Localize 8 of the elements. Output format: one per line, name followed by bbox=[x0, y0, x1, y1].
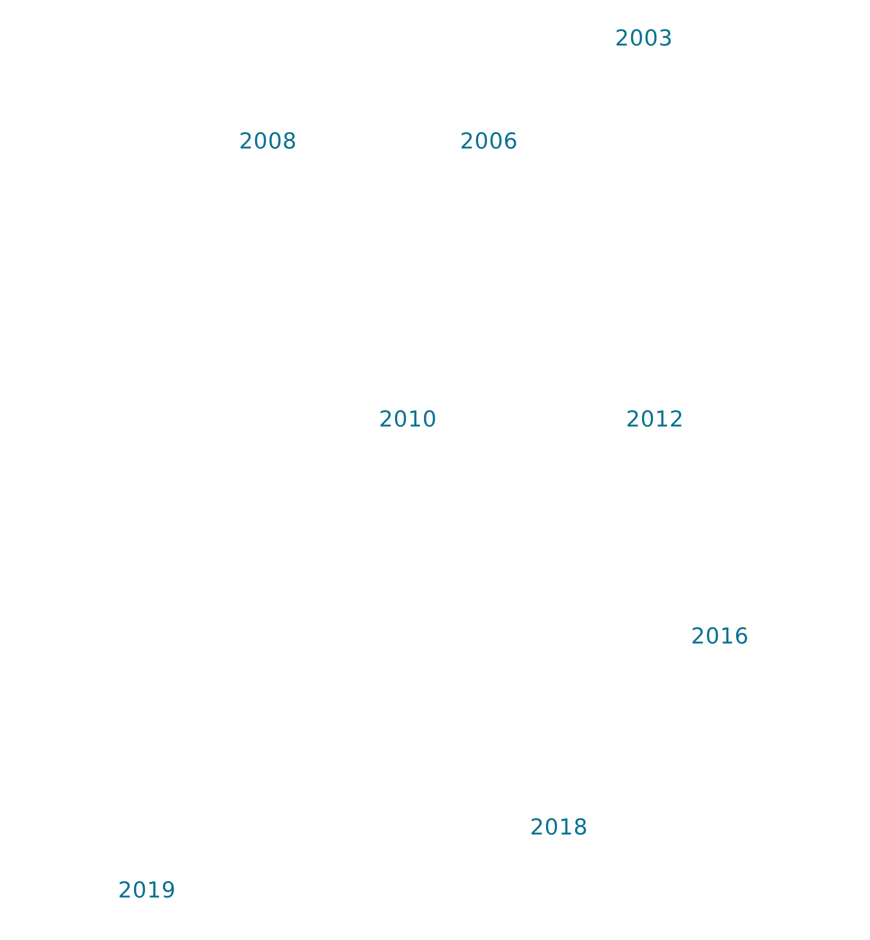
year-label: 2018 bbox=[530, 816, 588, 840]
year-label: 2019 bbox=[118, 878, 176, 904]
year-label: 2006 bbox=[460, 130, 518, 154]
year-label: 2012 bbox=[626, 408, 684, 432]
year-label: 2016 bbox=[691, 624, 749, 650]
year-label: 2010 bbox=[379, 408, 437, 432]
year-label: 2008 bbox=[239, 130, 297, 154]
year-label: 2003 bbox=[615, 26, 673, 52]
